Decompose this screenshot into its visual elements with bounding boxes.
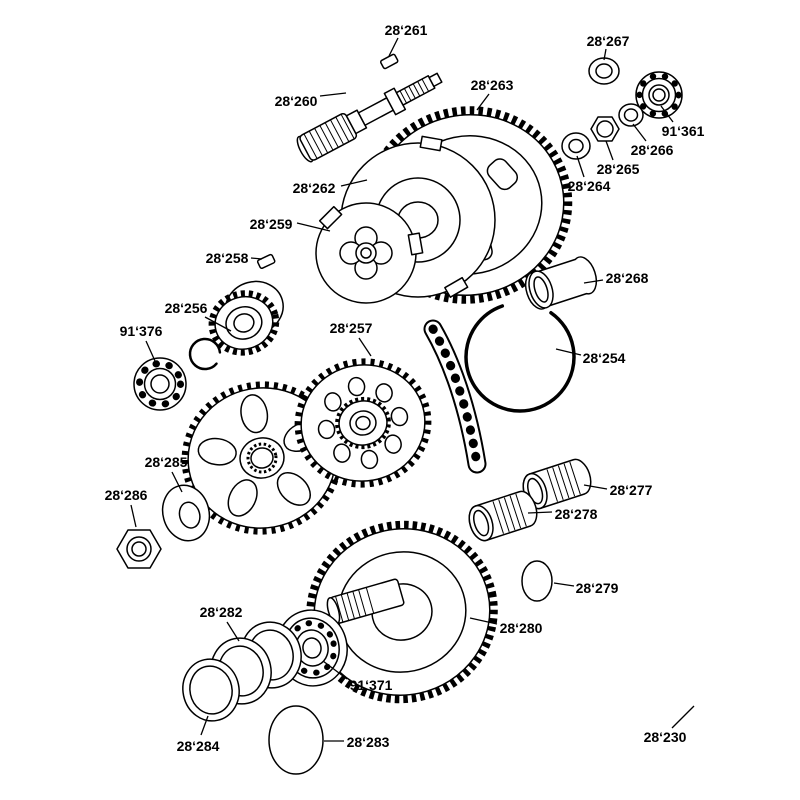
ball-bearing-91376-drawing xyxy=(133,357,187,411)
part-label-28261: 28‘261 xyxy=(384,22,428,38)
part-label-91371: 91‘371 xyxy=(349,677,393,693)
part-label-91376: 91‘376 xyxy=(119,323,163,339)
part-label-28254: 28‘254 xyxy=(582,350,626,366)
part-label-28257: 28‘257 xyxy=(329,320,373,336)
part-label-28264: 28‘264 xyxy=(567,178,611,194)
part-label-28263: 28‘263 xyxy=(470,77,514,93)
part-label-28256: 28‘256 xyxy=(164,300,208,316)
ball-bearing-91361-drawing xyxy=(635,71,683,119)
part-label-28280: 28‘280 xyxy=(499,620,543,636)
hex-nut-28265-drawing xyxy=(590,116,620,142)
needle-bearing-28278-drawing xyxy=(468,490,538,542)
part-label-28283: 28‘283 xyxy=(346,734,390,750)
part-label-28284: 28‘284 xyxy=(176,738,220,754)
part-label-28278: 28‘278 xyxy=(554,506,598,522)
spacer-ring-drawing xyxy=(618,103,644,127)
cam-plate-drawing xyxy=(315,202,424,304)
part-label-28262: 28‘262 xyxy=(292,180,336,196)
hub-circlip-drawing xyxy=(188,337,222,371)
roller-pin-drawing xyxy=(380,53,399,70)
lock-washer-drawing xyxy=(561,132,591,160)
bushing-drawing xyxy=(524,256,598,310)
part-label-28286: 28‘286 xyxy=(104,487,148,503)
pin-drawing xyxy=(256,253,276,270)
part-label-28259: 28‘259 xyxy=(249,216,293,232)
part-label-28279: 28‘279 xyxy=(575,580,619,596)
splined-hub-drawing xyxy=(208,280,284,356)
part-label-28265: 28‘265 xyxy=(596,161,640,177)
part-label-28282: 28‘282 xyxy=(199,604,243,620)
part-label-28277: 28‘277 xyxy=(609,482,653,498)
snap-ring-drawing xyxy=(464,301,576,413)
bearing-race-28284-drawing xyxy=(182,658,240,722)
sprocket-small-drawing xyxy=(294,358,432,488)
part-label-28260: 28‘260 xyxy=(274,93,318,109)
part-label-28258: 28‘258 xyxy=(205,250,249,266)
washer-28285-drawing xyxy=(161,484,211,542)
part-label-28285: 28‘285 xyxy=(144,454,188,470)
washer-28267-drawing xyxy=(588,57,620,85)
part-label-91361: 91‘361 xyxy=(661,123,705,139)
leader-lines xyxy=(130,37,695,742)
chain-drawing xyxy=(423,319,487,474)
part-label-28266: 28‘266 xyxy=(630,142,674,158)
hex-nut-28286-drawing xyxy=(116,529,162,569)
part-label-28267: 28‘267 xyxy=(586,33,630,49)
part-label-28268: 28‘268 xyxy=(605,270,649,286)
main-shaft-drawing xyxy=(296,72,443,163)
part-label-28230: 28‘230 xyxy=(643,729,687,745)
drive-gear-drawing xyxy=(306,520,498,704)
o-ring-drawing xyxy=(268,705,324,775)
shim-drawing xyxy=(521,560,553,602)
